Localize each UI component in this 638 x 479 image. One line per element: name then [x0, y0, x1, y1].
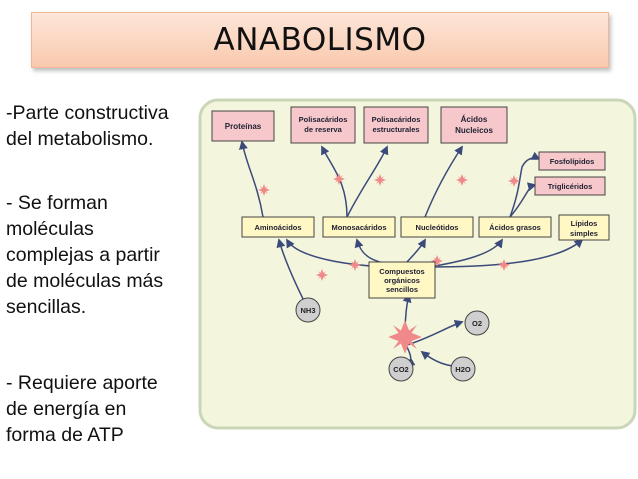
box-label: Nucleótidos [416, 223, 459, 232]
monomer-box-monosacaridos: Monosacáridos [322, 216, 396, 238]
molecule-label: CO2 [393, 365, 408, 374]
box-label: sencillos [386, 285, 418, 294]
box-label: Lípidos [571, 219, 598, 228]
anabolism-diagram: Proteínas Polisacáridos de reserva Polis… [198, 98, 637, 430]
text-line: del metabolismo. [6, 128, 154, 150]
molecule-o2: O2 [464, 310, 490, 336]
product-box-polisacaridos-reserva: Polisacáridos de reserva [290, 106, 356, 144]
text-line: de moléculas más [6, 270, 164, 292]
product-box-fosfolipidos: Fosfolípidos [538, 151, 606, 171]
box-label: Polisacáridos [372, 115, 421, 124]
molecule-co2: CO2 [388, 356, 414, 382]
box-label: Ácidos [461, 115, 488, 124]
text-line: -Parte constructiva [6, 102, 169, 124]
molecule-label: O2 [472, 319, 482, 328]
product-box-polisacaridos-estructurales: Polisacáridos estructurales [363, 106, 429, 144]
text-block-complex-molecules: - Se forman moléculas complejas a partir… [6, 190, 196, 320]
box-label: Aminoácidos [254, 223, 301, 232]
title-banner: ANABOLISMO [31, 12, 609, 68]
box-label: orgánicos [384, 276, 420, 285]
box-label: Compuestos [379, 267, 424, 276]
box-label: Nucleicos [455, 126, 493, 135]
box-label: Ácidos grasos [489, 223, 541, 232]
text-line: forma de ATP [6, 424, 124, 446]
molecule-label: NH3 [300, 306, 315, 315]
monomer-box-lipidos-simples: Lípidos simples [558, 214, 610, 241]
monomer-box-aminoacidos: Aminoácidos [241, 216, 315, 238]
box-label: estructurales [372, 125, 419, 134]
box-label: Fosfolípidos [550, 157, 595, 166]
molecule-label: H2O [455, 365, 471, 374]
text-line: - Requiere aporte [6, 372, 158, 394]
text-line: sencillas. [6, 296, 87, 318]
box-label: simples [570, 229, 598, 238]
box-label: Proteínas [225, 122, 262, 131]
text-block-constructive: -Parte constructiva del metabolismo. [6, 100, 196, 152]
text-line: de energía en [6, 398, 127, 420]
text-line: moléculas [6, 218, 94, 240]
box-label: Polisacáridos [299, 115, 348, 124]
product-box-proteinas: Proteínas [211, 110, 275, 142]
page-title: ANABOLISMO [213, 22, 427, 58]
center-box-compuestos: Compuestos orgánicos sencillos [368, 261, 436, 299]
text-block-atp: - Requiere aporte de energía en forma de… [6, 370, 196, 448]
text-line: complejas a partir [6, 244, 160, 266]
monomer-box-nucleotidos: Nucleótidos [400, 216, 474, 238]
box-label: Monosacáridos [331, 223, 386, 232]
monomer-box-acidos-grasos: Ácidos grasos [478, 216, 552, 238]
text-line: - Se forman [6, 192, 108, 214]
product-box-acidos-nucleicos: Ácidos Nucleicos [440, 106, 508, 144]
product-box-trigliceridos: Triglicéridos [534, 176, 606, 196]
box-label: Triglicéridos [548, 182, 593, 191]
molecule-nh3: NH3 [295, 297, 321, 323]
energy-burst [388, 320, 422, 354]
box-label: de reserva [304, 125, 342, 134]
molecule-h2o: H2O [450, 356, 476, 382]
